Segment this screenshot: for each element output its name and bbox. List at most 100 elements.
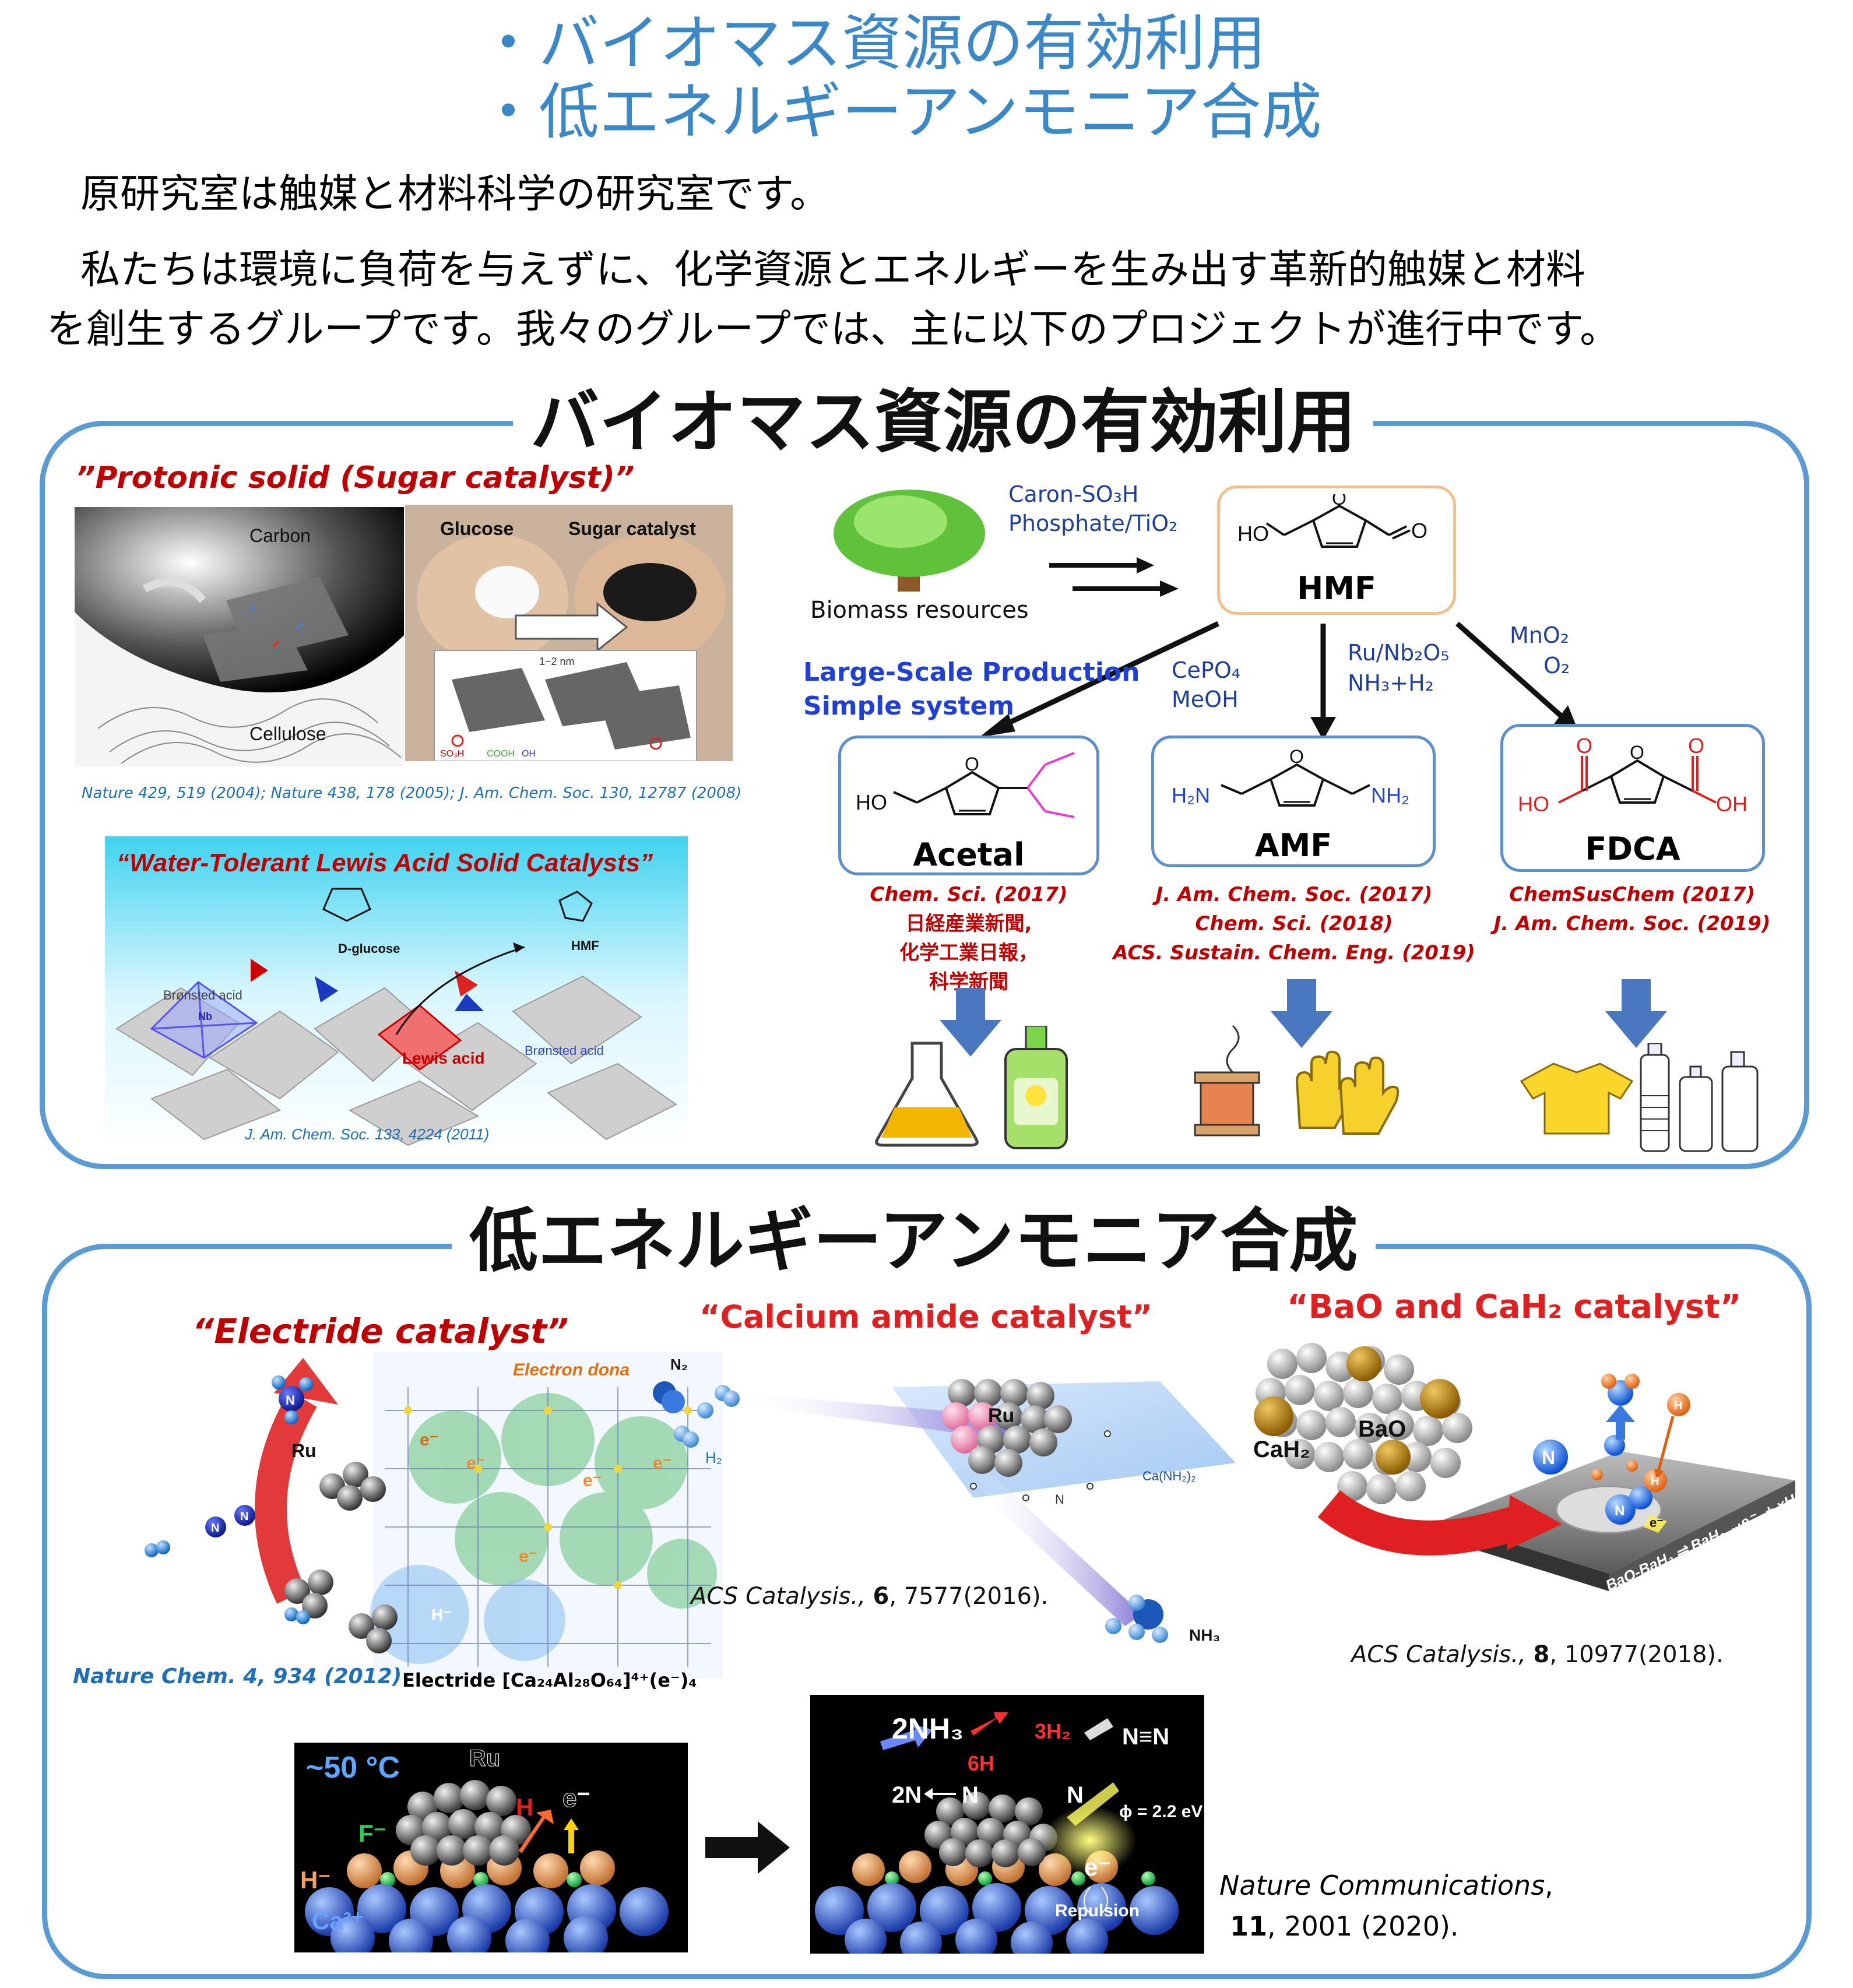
electride-e-2: e⁻ (583, 1471, 602, 1490)
nature-comm-rest: , 2001 (2020). (1267, 1910, 1459, 1942)
amf-ring-o: O (1289, 746, 1304, 767)
bao-cah2-illustration: N N H H e⁻ CaH₂ BaO BaO-BaH₂ ⇌ BaH₂₋ₓ·e⁻… (1247, 1340, 1801, 1632)
detergent-bottle-icon (1004, 1026, 1068, 1149)
fdca-down-arrow (1605, 979, 1667, 1048)
cond-acetal-line2: MeOH (1172, 687, 1239, 712)
fdca-label: FDCA (1585, 831, 1680, 867)
amf-ref-2: Chem. Sci. (2018) (1195, 912, 1393, 935)
fdca-ref-1: ChemSusChem (2017) (1509, 883, 1755, 906)
hmf-ho: HO (1237, 522, 1269, 546)
acetal-label: Acetal (913, 836, 1025, 873)
hydride2-6h: 6H (968, 1751, 994, 1775)
label-nb: Nb (198, 1011, 212, 1022)
fdca-box: O O HO OH O FDCA (1500, 724, 1765, 872)
tshirt-icon (1520, 1062, 1634, 1135)
glucose-sugar-catalyst-photo: Glucose Sugar catalyst 1~2 nm SO₃H COOH … (405, 505, 733, 761)
fdca-o-right: O (1688, 734, 1704, 758)
acetal-box: HO O Acetal (838, 736, 1099, 875)
hydride2-n-left: N (962, 1782, 979, 1808)
bao-h-1: H (1674, 1399, 1682, 1412)
calcium-amide-illustration: Ru N₂ H₂ N Ca(NH₂)₂ NH₃ (647, 1346, 1242, 1661)
electride-h-minus: H⁻ (431, 1606, 452, 1624)
carbon-cellulose-illustration: Carbon Cellulose (75, 507, 404, 766)
intro-line-2: 私たちは環境に負荷を与えずに、化学資源とエネルギーを生み出す革新的触媒と材料 (80, 247, 1585, 293)
electride-reference: Nature Chem. 4, 934 (2012) (73, 1665, 402, 1688)
calcium-nh3: NH₃ (1189, 1626, 1220, 1644)
nature-comm-journal: Nature Communications (1219, 1870, 1545, 1901)
lewis-title: “Water-Tolerant Lewis Acid Solid Catalys… (117, 849, 653, 877)
gloves-icon (1295, 1050, 1399, 1135)
bao-cah2-reference: ACS Catalysis., 8, 10977(2018). (1351, 1641, 1724, 1668)
electride-formula: Electride [Ca₂₄Al₂₈O₆₄]⁴⁺(e⁻)₄ (402, 1669, 697, 1691)
hydride2-n-right: N (1067, 1782, 1084, 1808)
double-arrow-icon (1049, 554, 1183, 606)
calcium-ref-rest: , 7577(2016). (889, 1583, 1049, 1610)
flask-icon (875, 1041, 979, 1147)
hmf-aldehyde-o: O (1411, 519, 1427, 543)
calcium-h2: H₂ (705, 1449, 722, 1466)
hydride-panel-left: ~50 °C Ru H e⁻ F⁻ H⁻ Ca²⁺ (294, 1743, 688, 1963)
bullet-biomass: ・バイオマス資源の有効利用 (478, 8, 1267, 79)
bao-cah2-label: CaH₂ (1253, 1437, 1310, 1462)
electride-e-1: e⁻ (466, 1454, 486, 1473)
calcium-canh2: Ca(NH₂)₂ (1142, 1469, 1196, 1483)
label-bronsted-right: Brønsted acid (525, 1043, 604, 1058)
label-nm: 1~2 nm (539, 656, 575, 667)
cond-acetal-line1: CePO₄ (1172, 657, 1240, 683)
label-glucose: Glucose (440, 518, 514, 539)
cond-hmf-line1: Caron-SO₃H (1008, 481, 1139, 507)
label-so3h: SO₃H (440, 749, 464, 759)
amf-references: J. Am. Chem. Soc. (2017) Chem. Sci. (201… (1107, 880, 1481, 967)
intro-line-3: を創生するグループです。我々のグループでは、主に以下のプロジェクトが進行中です。 (47, 307, 1620, 353)
acetal-ref-2: 日経産業新聞, (905, 912, 1032, 935)
label-carbon: Carbon (249, 525, 311, 546)
fdca-ho: HO (1518, 792, 1549, 816)
hydride2-2n: 2N (892, 1782, 922, 1808)
label-cooh: COOH (487, 749, 515, 759)
bao-n-center: N (1615, 1503, 1625, 1519)
amf-ref-3: ACS. Sustain. Chem. Eng. (2019) (1113, 941, 1475, 965)
amf-box: H₂N NH₂ O AMF (1151, 736, 1436, 867)
cond-amf-line2: NH₃+H₂ (1348, 670, 1434, 696)
hydride-h: H (516, 1793, 533, 1821)
electride-illustration: e⁻ e⁻ e⁻ e⁻ e⁻ H⁻ Ru Electron dona N N N (128, 1352, 723, 1679)
hydride-ru: Ru (469, 1746, 500, 1771)
hydride2-phi: ϕ = 2.2 eV (1119, 1802, 1202, 1821)
bullet-ammonia: ・低エネルギーアンモニア合成 (478, 76, 1322, 147)
hydride-hminus: H⁻ (300, 1866, 331, 1894)
bao-ref-journal: ACS Catalysis., (1351, 1641, 1534, 1668)
fdca-references: ChemSusChem (2017) J. Am. Chem. Soc. (20… (1492, 880, 1772, 938)
electride-e-4: e⁻ (653, 1454, 672, 1473)
hydride2-e: e⁻ (1084, 1853, 1111, 1881)
hmf-label: HMF (1297, 570, 1376, 607)
hmf-box: HO O O HMF (1217, 485, 1456, 615)
acetal-references: Chem. Sci. (2017) 日経産業新聞, 化学工業日報， 科学新聞 (838, 880, 1099, 997)
calcium-amide-reference: ACS Catalysis., 6, 7577(2016). (691, 1583, 1048, 1610)
amf-h2n: H₂N (1172, 783, 1210, 807)
calcium-amide-title: “Calcium amide catalyst” (699, 1299, 1153, 1335)
label-sugar-catalyst: Sugar catalyst (568, 518, 696, 539)
fdca-ref-2: J. Am. Chem. Soc. (2019) (1493, 912, 1771, 935)
lewis-acid-illustration: “Water-Tolerant Lewis Acid Solid Catalys… (105, 836, 688, 1151)
intro-line-1: 原研究室は触媒と材料科学の研究室です。 (80, 171, 830, 217)
calcium-ref-journal: ACS Catalysis., (691, 1583, 873, 1610)
electride-n2-n1: N (211, 1522, 219, 1535)
biomass-section-title: バイオマス資源の有効利用 (513, 388, 1374, 456)
cond-fdca-line2: O₂ (1543, 653, 1570, 678)
electride-nh3-n: N (286, 1393, 295, 1408)
bao-bao-label: BaO (1358, 1416, 1406, 1442)
electride-n2-n2: N (240, 1510, 248, 1523)
label-bronsted-left: Brønsted acid (163, 988, 242, 1002)
tree-icon (831, 487, 988, 592)
ammonia-section-title: 低エネルギーアンモニア合成 (452, 1206, 1376, 1275)
calcium-n2: N₂ (670, 1356, 688, 1373)
label-hmf-lewis: HMF (571, 938, 599, 953)
nature-comm-volume: 11 (1230, 1910, 1268, 1942)
bao-n-left: N (1542, 1447, 1555, 1468)
fdca-ring-o: O (1630, 742, 1644, 763)
electride-e-main: e⁻ (420, 1430, 439, 1449)
electride-e-3: e⁻ (519, 1547, 538, 1566)
large-scale-line1: Large-Scale Production (803, 657, 1140, 687)
label-cellulose: Cellulose (249, 723, 326, 744)
lewis-reference: J. Am. Chem. Soc. 133, 4224 (2011) (244, 1125, 489, 1143)
